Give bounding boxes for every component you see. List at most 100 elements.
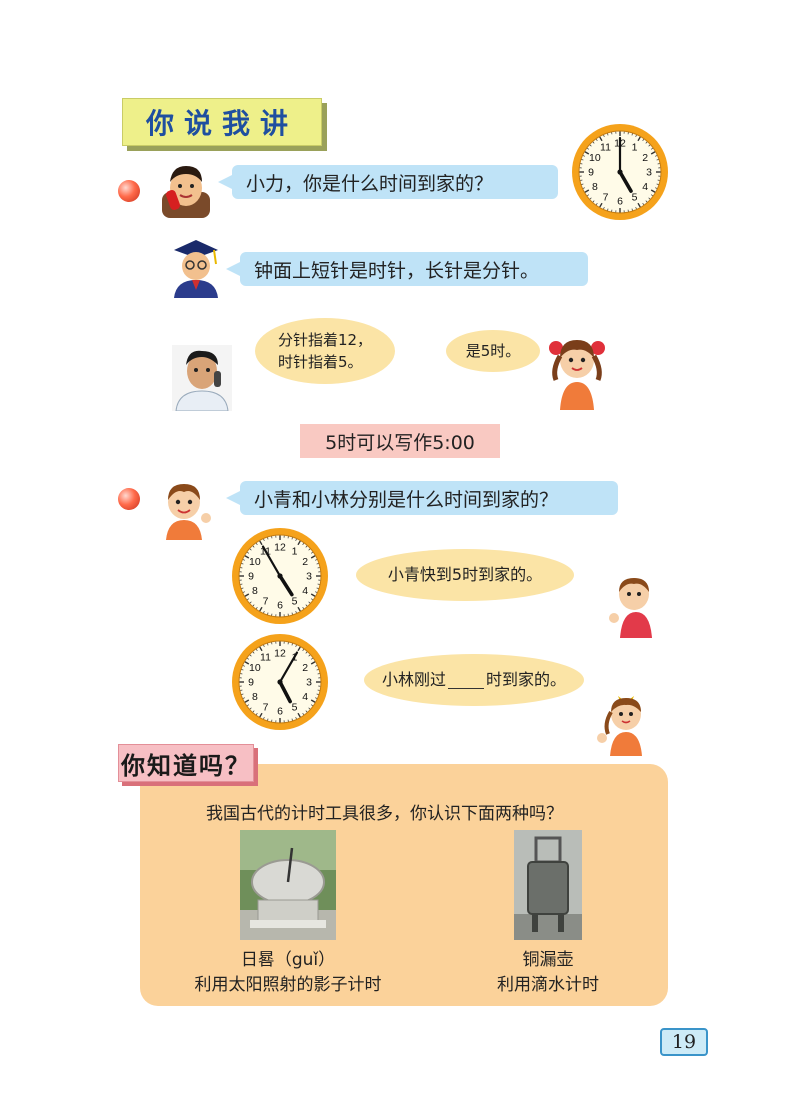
tick-mark xyxy=(244,555,250,559)
tick-mark xyxy=(263,644,265,647)
clock-number: 4 xyxy=(302,585,308,597)
tick-mark xyxy=(648,144,651,147)
tick-mark xyxy=(584,151,590,155)
tick-mark xyxy=(310,555,316,559)
clock-face-svg: 121234567891011 xyxy=(572,124,668,220)
clock-number: 7 xyxy=(263,702,269,714)
sundial-name: 日晷（guǐ） xyxy=(240,950,336,970)
tick-mark xyxy=(241,669,244,671)
tick-mark xyxy=(297,606,301,612)
tick-mark xyxy=(297,540,301,546)
tick-mark xyxy=(645,200,648,203)
question-bubble-1: 小力，你是什么时间到家的？ xyxy=(218,165,558,199)
tick-mark xyxy=(315,591,318,593)
girl-speech-text: 是5时。 xyxy=(465,341,521,360)
clock-number: 8 xyxy=(252,691,258,703)
tick-mark xyxy=(295,717,297,720)
tick-mark xyxy=(650,194,653,197)
tick-mark xyxy=(295,644,297,647)
tick-mark xyxy=(310,598,313,601)
tick-mark xyxy=(297,646,301,652)
tick-mark xyxy=(302,712,305,715)
sundial-photo xyxy=(240,830,336,940)
tick-mark xyxy=(259,606,263,612)
tick-mark xyxy=(310,704,313,707)
tick-mark xyxy=(607,133,609,136)
clepsydra-name: 铜漏壶 xyxy=(522,950,574,970)
tick-mark xyxy=(291,537,293,540)
tick-mark xyxy=(637,136,641,142)
tick-mark xyxy=(581,159,584,161)
clock-number: 9 xyxy=(248,677,254,689)
clock-number: 6 xyxy=(617,196,623,208)
clock-number: 7 xyxy=(263,596,269,608)
tick-mark xyxy=(599,136,603,142)
tick-mark xyxy=(255,606,258,609)
tick-mark xyxy=(581,183,584,185)
tick-mark xyxy=(259,646,263,652)
did-you-know-title: 你知道吗？ xyxy=(118,744,254,782)
tick-mark xyxy=(242,591,245,593)
boy-speech-bubble: 分针指着12， 时针指着5。 xyxy=(255,318,395,384)
tick-mark xyxy=(252,604,255,607)
tick-mark xyxy=(650,147,653,150)
tick-mark xyxy=(241,587,244,589)
tick-mark xyxy=(655,187,658,189)
boy-xiaoli-on-phone-figure xyxy=(160,162,212,218)
clock-face-svg: 121234567891011 xyxy=(232,634,328,730)
tick-mark xyxy=(650,151,656,155)
tick-mark xyxy=(656,159,659,161)
clock-number: 8 xyxy=(592,181,598,193)
tick-mark xyxy=(305,545,308,548)
tick-mark xyxy=(302,606,305,609)
hour-hand xyxy=(618,170,633,193)
sundial-caption: 日晷（guǐ） 利用太阳照射的影子计时 xyxy=(170,948,406,997)
clock-number: 5 xyxy=(292,596,298,608)
clock-number: 4 xyxy=(302,691,308,703)
clock-number: 10 xyxy=(249,556,261,568)
tick-mark xyxy=(242,559,245,561)
clock-number: 11 xyxy=(260,651,271,663)
tick-mark xyxy=(249,601,252,604)
clock-number: 6 xyxy=(277,600,283,612)
answer-blank xyxy=(448,672,484,689)
clock-number: 12 xyxy=(274,648,286,660)
tick-mark xyxy=(291,643,293,646)
clock-number: 5 xyxy=(292,702,298,714)
clock-number: 3 xyxy=(306,571,312,583)
clock-center xyxy=(277,679,283,685)
tick-mark xyxy=(255,649,258,652)
tick-mark xyxy=(255,543,258,546)
did-you-know-intro: 我国古代的计时工具很多，你认识下面两种吗？ xyxy=(206,804,563,824)
xiaolin-speech-after: 时到家的。 xyxy=(486,670,567,689)
clock-number: 9 xyxy=(588,167,594,179)
tick-mark xyxy=(592,200,595,203)
clock-number: 9 xyxy=(248,571,254,583)
tick-mark xyxy=(252,651,255,654)
clock-number: 8 xyxy=(252,585,258,597)
clock-number: 5 xyxy=(632,192,638,204)
tick-mark xyxy=(635,134,637,137)
clock-number: 10 xyxy=(589,152,601,164)
tick-mark xyxy=(603,207,605,210)
tick-mark xyxy=(267,718,269,721)
clock-face-svg: 121234567891011 xyxy=(232,528,328,624)
tick-mark xyxy=(599,202,603,208)
doctor-owl-teacher-figure xyxy=(170,238,222,298)
tick-mark xyxy=(310,551,313,554)
tick-mark xyxy=(582,187,585,189)
clock-xiaoqing: 121234567891011 xyxy=(230,526,330,626)
girl-speech-bubble: 是5时。 xyxy=(446,330,540,372)
clock-number: 6 xyxy=(277,706,283,718)
xiaoqing-speech-bubble: 小青快到5时到家的。 xyxy=(356,549,574,601)
tick-mark xyxy=(302,649,305,652)
question-bubble-2: 小青和小林分别是什么时间到家的？ xyxy=(226,481,618,515)
tick-mark xyxy=(631,208,633,211)
tick-mark xyxy=(607,208,609,211)
clock-xiaolin: 121234567891011 xyxy=(230,632,330,732)
tick-mark xyxy=(252,545,255,548)
tick-mark xyxy=(642,139,645,142)
tick-mark xyxy=(249,654,252,657)
boy-speech-line1: 分针指着12， xyxy=(277,330,373,349)
tick-mark xyxy=(295,538,297,541)
